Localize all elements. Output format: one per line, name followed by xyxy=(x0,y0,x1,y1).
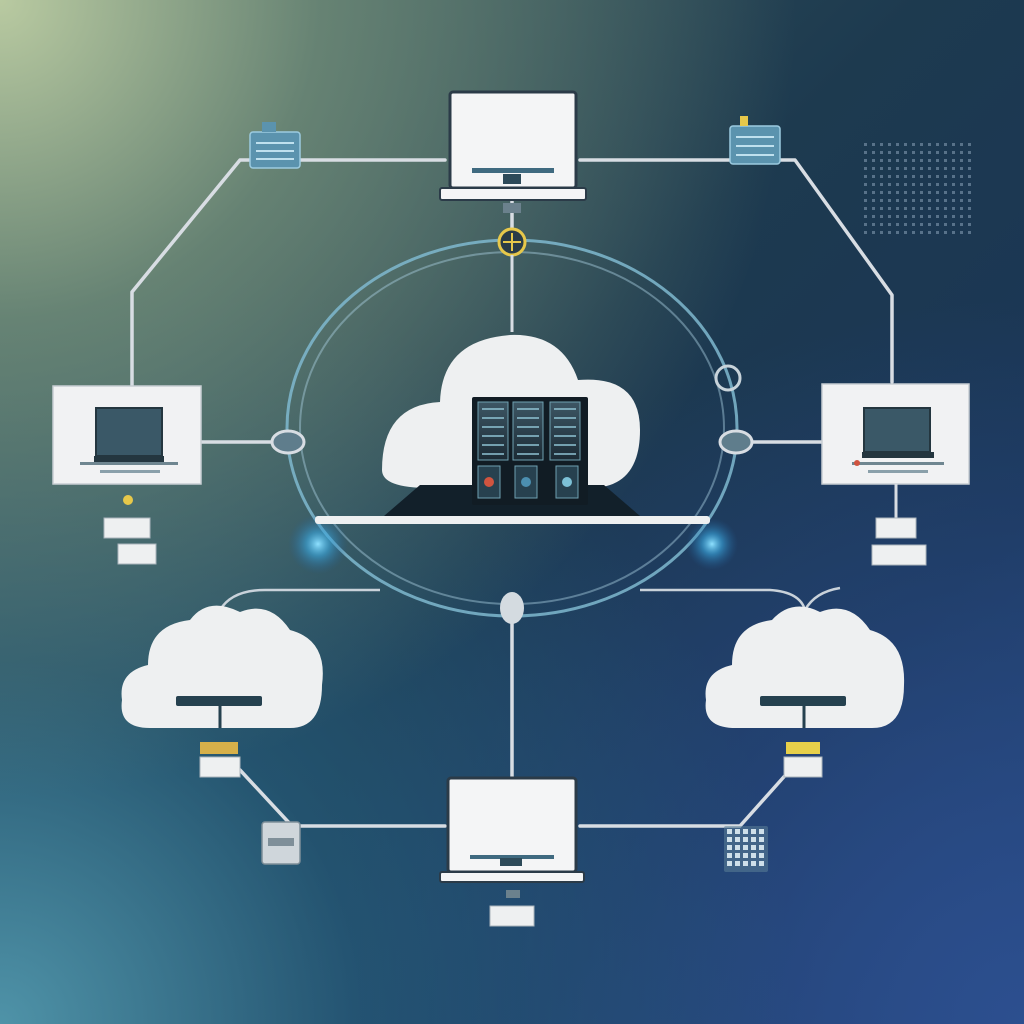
cloud-server-icon xyxy=(315,334,710,524)
laptop-icon-left xyxy=(52,385,202,565)
cloud-icon-right xyxy=(705,606,905,778)
link-bottom-left xyxy=(238,768,447,828)
hub-left-port-icon xyxy=(270,429,306,455)
link-top-left xyxy=(130,158,447,387)
calendar-grid-icon-bottom-right xyxy=(724,826,768,872)
cloud-icon-left xyxy=(121,605,323,778)
link-cloud-left xyxy=(218,588,380,611)
laptop-icon-bottom xyxy=(439,776,585,927)
glow-right xyxy=(686,518,738,570)
hub-bottom-port-icon xyxy=(500,592,524,624)
link-cloud-right xyxy=(640,588,807,611)
laptop-icon-top xyxy=(439,90,587,213)
glow-left xyxy=(288,514,348,574)
link-top-right xyxy=(578,158,894,384)
dot-grid-decoration xyxy=(864,143,971,234)
connection-lines xyxy=(130,158,894,828)
storage-icon-bottom-left xyxy=(261,821,301,865)
hub-ring xyxy=(270,227,754,624)
switch-icon-top-right xyxy=(729,116,781,165)
link-cloud-right-tail xyxy=(803,586,841,611)
hub-right-port-icon xyxy=(718,429,754,455)
laptop-icon-right xyxy=(821,383,970,566)
switch-icon-top-left xyxy=(249,122,301,169)
link-bottom-right xyxy=(578,768,792,828)
hub-ring-node-icon xyxy=(714,364,742,392)
